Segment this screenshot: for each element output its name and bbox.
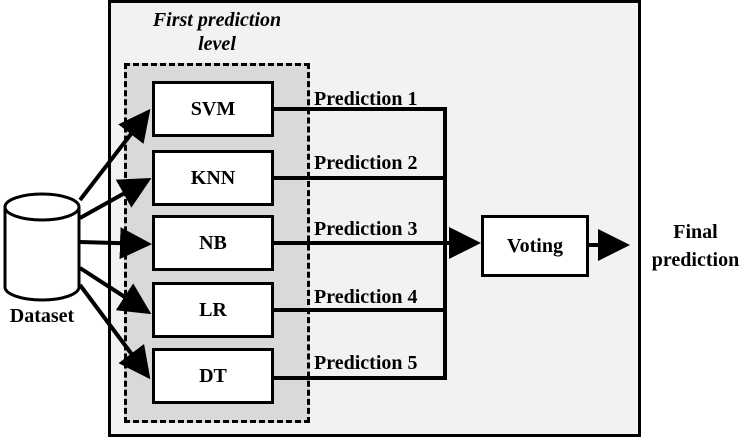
dataset-to-nb-arrow xyxy=(79,227,152,260)
final-label-line2: prediction xyxy=(651,249,740,271)
group-title-line2: level xyxy=(198,33,236,55)
dataset-to-svm-arrow xyxy=(78,108,151,202)
model-box-knn: KNN xyxy=(152,150,274,206)
model-box-lr: LR xyxy=(152,282,274,338)
database-cylinder-icon xyxy=(3,192,81,302)
model-box-dt: DT xyxy=(152,348,274,404)
dataset-label: Dataset xyxy=(9,305,75,327)
prediction-4-label: Prediction 4 xyxy=(314,286,418,308)
model-box-svm: SVM xyxy=(152,81,274,137)
final-label-line1: Final xyxy=(673,221,718,243)
prediction-1-label: Prediction 1 xyxy=(314,88,418,110)
dataset-to-knn-arrow xyxy=(79,178,152,220)
dataset-to-dt-arrow xyxy=(78,283,151,380)
prediction-3-label: Prediction 3 xyxy=(314,218,418,240)
model-box-nb: NB xyxy=(152,215,274,271)
group-title-line1: First prediction xyxy=(152,9,282,31)
final-prediction-label: Final prediction xyxy=(640,218,751,274)
voting-box: Voting xyxy=(481,215,589,277)
prediction-5-label: Prediction 5 xyxy=(314,352,418,374)
dataset-to-lr-arrow xyxy=(78,266,152,315)
prediction-2-label: Prediction 2 xyxy=(314,152,418,174)
